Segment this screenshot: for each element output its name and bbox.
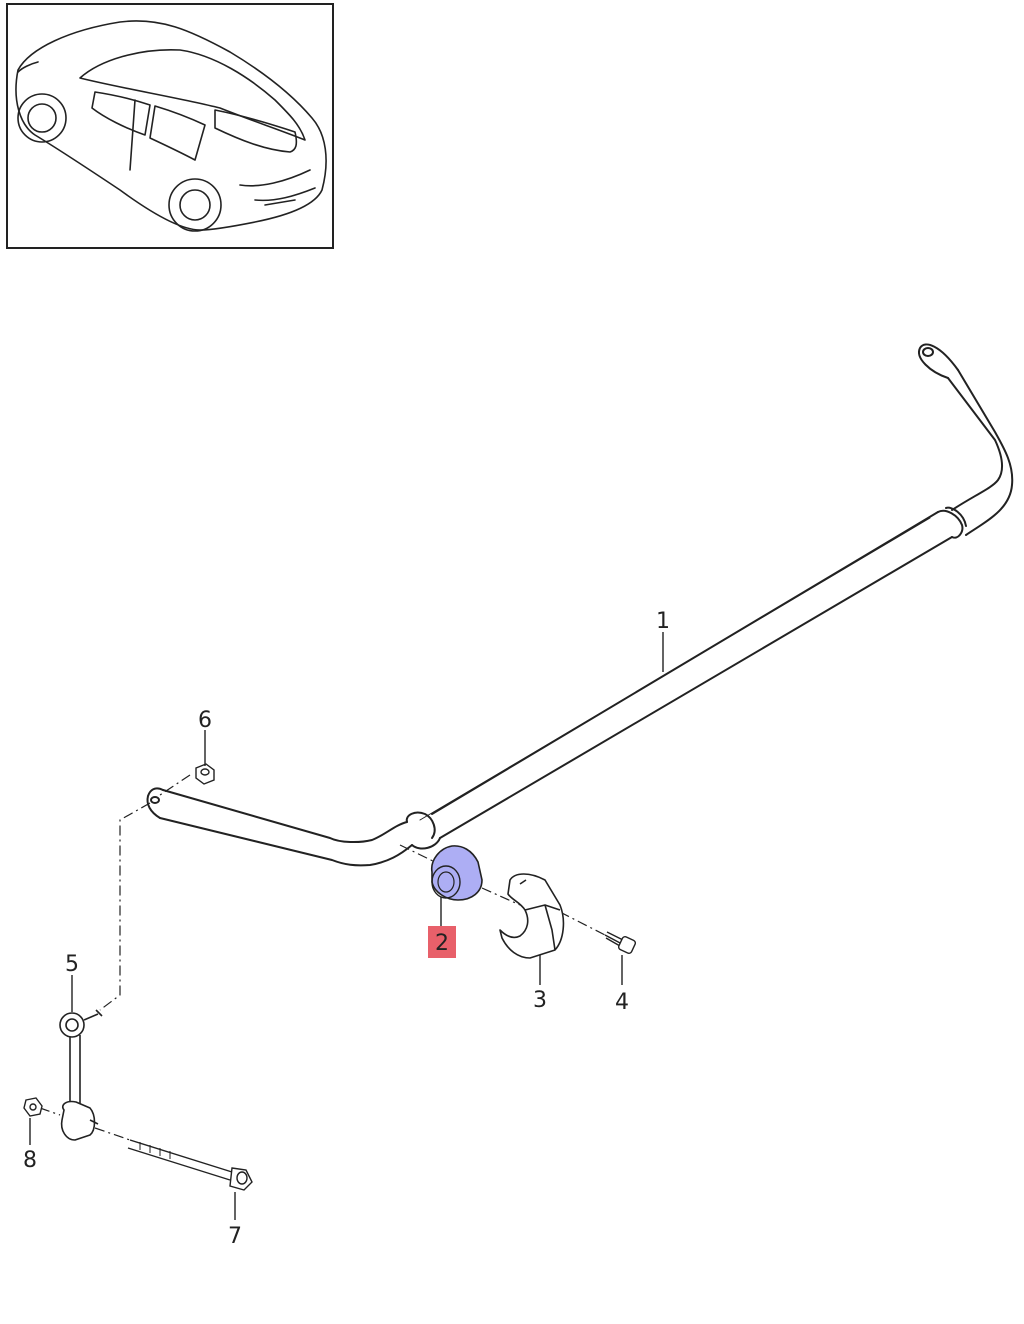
callout-5[interactable]: 5 <box>65 952 79 977</box>
drop-link[interactable] <box>59 1009 103 1141</box>
callout-4[interactable]: 4 <box>615 990 629 1015</box>
link-nut-bottom[interactable] <box>23 1097 43 1117</box>
assembly-lines <box>39 774 606 1141</box>
anti-roll-bar <box>146 343 1014 867</box>
link-nut-top[interactable] <box>195 763 215 785</box>
bracket-bolt[interactable] <box>604 931 637 955</box>
callout-7[interactable]: 7 <box>228 1224 242 1249</box>
bushing-part-highlighted[interactable] <box>430 845 483 901</box>
clamp-bracket[interactable] <box>499 873 565 959</box>
vehicle-thumbnail <box>6 3 334 249</box>
callout-1[interactable]: 1 <box>656 609 670 634</box>
long-bolt[interactable] <box>127 1139 253 1191</box>
car-outline-icon <box>15 20 327 232</box>
callout-3[interactable]: 3 <box>533 988 547 1013</box>
leader-lines <box>29 632 664 1220</box>
callout-2-highlight <box>428 926 456 958</box>
callout-2[interactable]: 2 <box>435 931 449 956</box>
callout-6[interactable]: 6 <box>198 708 212 733</box>
callout-8[interactable]: 8 <box>23 1148 37 1173</box>
